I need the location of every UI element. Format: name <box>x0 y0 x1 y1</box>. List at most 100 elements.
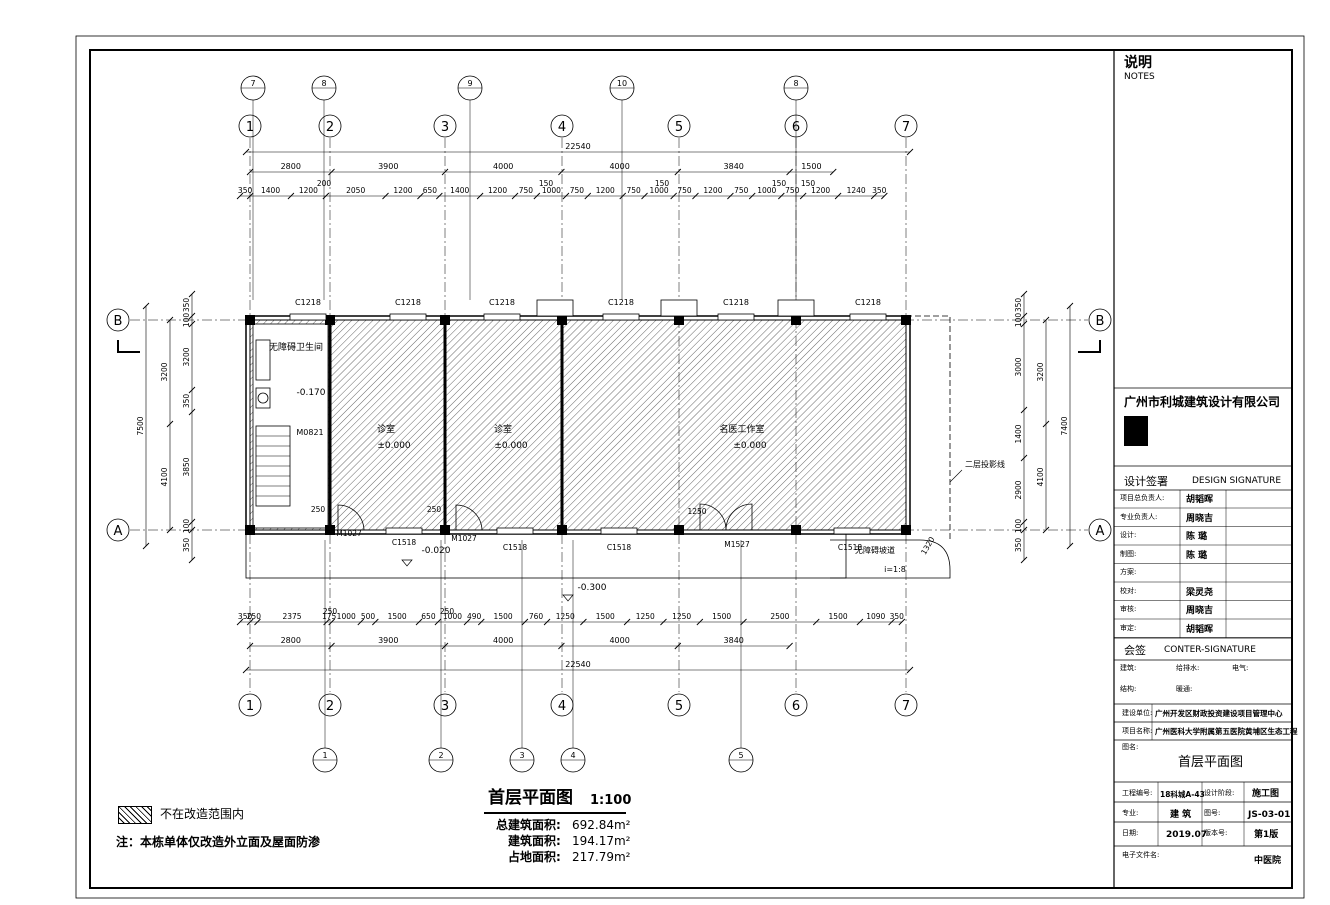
dim-top-detail-label: 1000 <box>757 186 776 195</box>
dim-left-detail-tick <box>188 556 196 564</box>
axis-bubble-right-A <box>1088 518 1112 542</box>
window-top-2 <box>483 313 521 321</box>
dim-top-axes-tick <box>674 168 682 176</box>
opening-bottom-label-4: C1518 <box>607 543 632 552</box>
area-value-2: 217.79m² <box>572 850 631 864</box>
dim-left-total-tick <box>142 302 150 310</box>
signature-name-2: 陈 璐 <box>1186 532 1208 542</box>
dim-top-small-4: 150 <box>801 179 816 188</box>
dim-top-detail-tick <box>236 192 244 200</box>
dim-left-axes-tick <box>166 420 174 428</box>
column-6A <box>791 525 801 535</box>
opening-bottom-label-2: M1027 <box>451 534 477 543</box>
room-level-3: ±0.000 <box>733 441 767 451</box>
dim-top-detail-label: 750 <box>734 186 749 195</box>
axis-bubble-bottom-5 <box>667 693 691 717</box>
axis-label-bottom-5: 5 <box>675 699 683 714</box>
dim-left-detail-tick <box>188 526 196 534</box>
dim-bottom-detail-label: 1250 <box>636 612 655 621</box>
room-name-1: 诊室 <box>377 423 395 435</box>
dim-top-detail-tick <box>799 192 807 200</box>
dim-bottom-detail-tick <box>623 618 631 626</box>
axis-bubble-top-5 <box>667 114 691 138</box>
date-value: 2019.07 <box>1166 830 1207 840</box>
level-triangle-1 <box>401 559 413 567</box>
column-5B <box>674 315 684 325</box>
version-value: 第1版 <box>1254 830 1279 840</box>
opening-bottom-label-1: C1518 <box>392 538 417 547</box>
dim-top-detail-tick <box>417 192 424 200</box>
drawing-no-value: JS-03-01 <box>1248 810 1291 820</box>
dim-right-detail-tick <box>1020 518 1028 526</box>
axis-bubble-bottom-3 <box>433 693 457 717</box>
opening-bottom-label-3: C1518 <box>503 543 528 552</box>
window-top-label-5: C1218 <box>855 298 881 307</box>
dim-left-detail-tick <box>188 408 196 416</box>
dim-bottom-detail-label: 650 <box>421 612 436 621</box>
window-bottom-0 <box>385 527 423 535</box>
window-top-1 <box>389 313 427 321</box>
dim-right-detail-tick <box>1020 454 1028 462</box>
dim-bottom-detail-label: 1250 <box>556 612 575 621</box>
dim-top-detail-label: 350 <box>872 186 887 195</box>
renovation-note: 注：本栋单体仅改造外立面及屋面防渗 <box>116 835 321 849</box>
dim-right-detail-label: 1400 <box>1014 424 1023 443</box>
section-mark-right <box>1078 340 1101 353</box>
dim-top-detail-label: 1200 <box>811 186 830 195</box>
dim-top-axes-label: 4000 <box>609 162 629 171</box>
project-no-value: 18科城A-43 <box>1160 790 1205 799</box>
dim-top-detail-label: 1200 <box>488 186 507 195</box>
axis-bubble-top-4 <box>550 114 574 138</box>
dim-left-axes-label: 3200 <box>160 362 169 381</box>
dim-top-detail-label: 750 <box>785 186 800 195</box>
column-4A <box>557 525 567 535</box>
signature-name-0: 胡韬晖 <box>1186 495 1214 505</box>
level-exterior-2: -0.300 <box>577 583 606 593</box>
dim-bottom-small-0: 250 <box>323 607 338 616</box>
dim-left-detail-label: 350 <box>182 394 191 409</box>
ramp-outline <box>830 539 951 579</box>
dim-bottom-detail-tick <box>696 618 704 626</box>
window-top-label-1: C1218 <box>395 298 421 307</box>
dim-right-total-label: 7400 <box>1060 416 1069 435</box>
signature-role-7: 审定: <box>1120 623 1137 632</box>
detail-bubble-top-label-1: 8 <box>321 79 326 88</box>
dim-bottom-detail-tick <box>357 618 365 626</box>
dim-top-detail-label: 1200 <box>703 186 722 195</box>
dim-right-total-tick <box>1066 302 1074 310</box>
area-label-2: 占地面积: <box>508 850 561 864</box>
dim-left-detail-label: 100 <box>182 519 191 534</box>
dim-left-detail-tick <box>188 312 196 320</box>
axis-label-bottom-4: 4 <box>558 699 566 714</box>
dim-right-detail-tick <box>1020 312 1028 320</box>
client-value: 广州开发区财政投资建设项目管理中心 <box>1155 709 1283 718</box>
dim-top-axes-tick <box>786 168 793 176</box>
dim-bottom-detail-label: 250 <box>247 612 262 621</box>
section-mark-left <box>117 340 140 353</box>
dim-top-detail-label: 1400 <box>450 186 469 195</box>
file-value: 中医院 <box>1254 856 1282 866</box>
upper-projection-line <box>906 315 951 540</box>
bay-window-0 <box>536 299 574 317</box>
project-no-label: 工程编号: <box>1122 789 1153 797</box>
dim-top-detail-label: 1200 <box>299 186 318 195</box>
hatched-floor-area <box>249 319 907 531</box>
signature-name-5: 梁灵尧 <box>1186 587 1214 598</box>
dim-right-axes-tick <box>1042 316 1050 324</box>
dim-top-small-1: 150 <box>539 179 554 188</box>
counter-role-3: 结构: <box>1120 685 1137 693</box>
axis-label-left-B: B <box>114 314 123 329</box>
dim-top-detail-tick <box>287 192 295 200</box>
dim-top-axes-label: 4000 <box>493 162 513 171</box>
dim-right-detail-label: 350 <box>1014 298 1023 313</box>
axis-bubble-top-7 <box>894 114 918 138</box>
dim-left-axes-label: 4100 <box>160 467 169 486</box>
wc-basin <box>257 392 269 404</box>
dim-top-detail-label: 650 <box>423 186 438 195</box>
dim-left-total-tick <box>142 542 150 550</box>
column-2B <box>325 315 335 325</box>
dim-bottom-detail-tick <box>372 618 379 626</box>
room-level-2: ±0.000 <box>494 441 528 451</box>
dim-right-detail-label: 2900 <box>1014 480 1023 499</box>
dim-top-total-label: 22540 <box>565 142 590 151</box>
